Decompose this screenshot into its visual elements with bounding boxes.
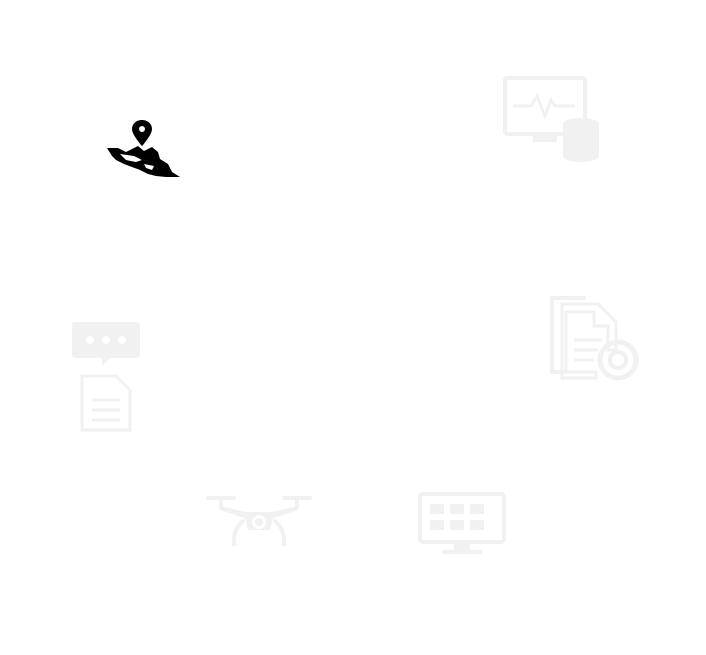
- map-location-icon: [104, 118, 182, 180]
- monitor-database-icon: [503, 76, 601, 162]
- monitor-grid-icon: [418, 492, 506, 558]
- document-refresh-icon: [546, 294, 640, 381]
- chat-document-icon: [70, 320, 142, 434]
- drone-icon: [204, 490, 314, 550]
